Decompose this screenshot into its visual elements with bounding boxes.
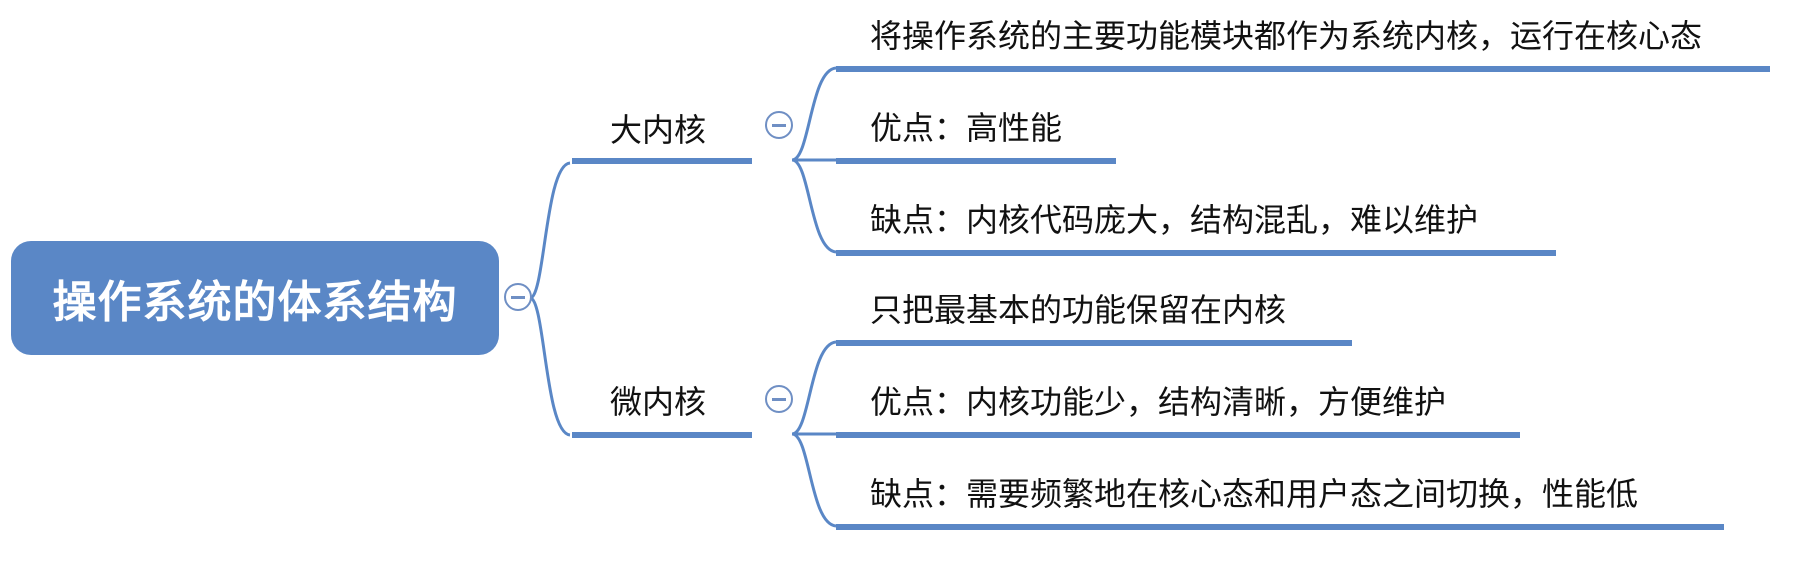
connector-root-branch-1	[529, 161, 571, 300]
branch-underline	[572, 432, 752, 438]
leaf-underline	[836, 66, 1770, 72]
leaf-label[interactable]: 缺点：需要频繁地在核心态和用户态之间切换，性能低	[870, 475, 1639, 513]
leaf-label[interactable]: 缺点：内核代码庞大，结构混乱，难以维护	[870, 201, 1479, 239]
leaf-underline	[836, 158, 1116, 164]
root-node-label: 操作系统的体系结构	[52, 277, 458, 328]
minus-circle-icon[interactable]	[504, 283, 532, 311]
root-node[interactable]: 操作系统的体系结构	[11, 241, 499, 355]
connector-b1-leaf-1	[791, 66, 837, 162]
connector-b1-leaf-3	[791, 158, 837, 254]
leaf-label[interactable]: 优点：内核功能少，结构清晰，方便维护	[870, 383, 1447, 421]
connector-b2-leaf-1	[791, 340, 837, 436]
leaf-label[interactable]: 将操作系统的主要功能模块都作为系统内核，运行在核心态	[870, 17, 1703, 55]
minus-circle-icon[interactable]	[765, 111, 793, 139]
minus-circle-icon[interactable]	[765, 385, 793, 413]
branch-label-microkernel[interactable]: 微内核	[610, 383, 707, 421]
leaf-underline	[836, 524, 1724, 530]
branch-underline	[572, 158, 752, 164]
leaf-label[interactable]: 优点：高性能	[870, 109, 1063, 147]
leaf-label[interactable]: 只把最基本的功能保留在内核	[870, 291, 1287, 329]
connector-b2-leaf-3	[791, 432, 837, 528]
leaf-underline	[836, 340, 1352, 346]
leaf-underline	[836, 432, 1520, 438]
leaf-underline	[836, 250, 1556, 256]
connector-root-branch-2	[529, 296, 571, 437]
branch-label-monolithic-kernel[interactable]: 大内核	[610, 111, 707, 149]
